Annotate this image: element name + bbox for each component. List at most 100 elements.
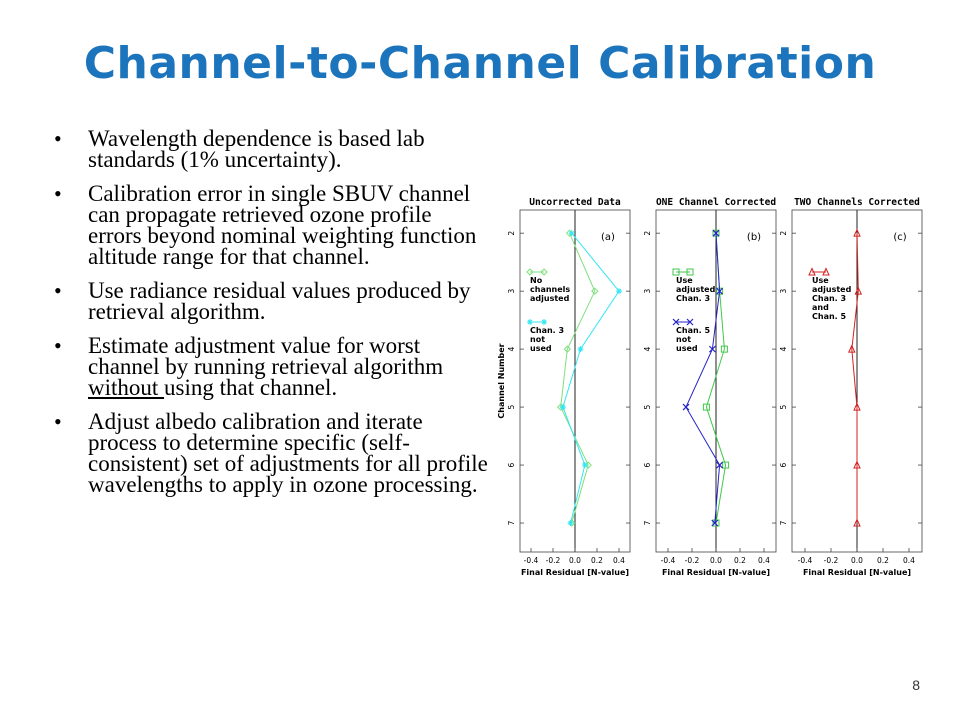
data-point	[712, 229, 720, 237]
y-tick-label: 2	[507, 231, 516, 236]
x-tick-label: 0.2	[877, 556, 889, 565]
data-point	[853, 460, 861, 469]
bullet-item: Use radiance residual values produced by…	[48, 279, 488, 323]
y-tick-label: 4	[779, 347, 788, 352]
series-line	[562, 232, 620, 524]
data-point	[711, 519, 719, 527]
bullet-item: Estimate adjustment value for worst chan…	[48, 333, 488, 400]
underlined-word: without	[88, 375, 165, 400]
data-point	[854, 286, 863, 295]
data-point	[577, 346, 584, 353]
legend-marker	[541, 319, 547, 325]
data-point	[716, 287, 724, 295]
data-point	[853, 518, 861, 527]
legend-label: adjusted	[530, 294, 570, 303]
x-tick-label: 0.4	[903, 556, 915, 565]
data-point	[722, 461, 730, 469]
x-tick-label: 0.0	[710, 556, 722, 565]
x-tick-label: 0.2	[591, 556, 603, 565]
bullet-text-after: using that channel.	[164, 375, 338, 400]
x-tick-label: 0.0	[851, 556, 863, 565]
legend-label: not	[676, 335, 691, 344]
legend-label: channels	[530, 285, 570, 294]
x-axis-label: Final Residual [N-value]	[662, 568, 770, 577]
data-point	[853, 402, 861, 411]
residual-figure: Uncorrected Data (a) 2 3 4 5 6 7 -0.4 -0.2 0.0 0.2 0…	[490, 192, 930, 580]
legend-marker	[672, 268, 680, 276]
legend-marker	[540, 268, 548, 276]
bullet-text: Calibration error in single SBUV channel…	[88, 181, 477, 269]
panel-title: Uncorrected Data	[529, 197, 621, 208]
data-point	[563, 345, 572, 353]
residual-charts: Uncorrected Data (a) 2 3 4 5 6 7 -0.4 -0.2 0.0 0.2 0…	[497, 197, 923, 577]
y-tick-label: 2	[779, 231, 788, 236]
data-point	[708, 345, 716, 353]
data-point	[853, 228, 861, 237]
legend-marker	[527, 319, 533, 325]
legend-label: used	[676, 344, 698, 353]
data-point	[702, 403, 710, 411]
legend-label: Chan. 5	[812, 312, 846, 321]
data-point	[567, 520, 574, 527]
x-tick-label: 0.4	[613, 556, 625, 565]
legend-label: Chan. 3	[530, 326, 564, 335]
y-tick-label: 6	[507, 462, 516, 467]
data-point	[568, 230, 575, 237]
y-tick-label: 6	[779, 462, 788, 467]
bullet-text-before: Estimate adjustment value for worst chan…	[88, 333, 444, 379]
data-point	[616, 288, 622, 295]
bullet-item: Wavelength dependence is based lab stand…	[48, 127, 488, 171]
legend-marker	[808, 267, 816, 276]
panel-title: ONE Channel Corrected	[656, 197, 776, 208]
bullet-item: Adjust albedo calibration and iterate pr…	[48, 409, 488, 497]
slide-title: Channel-to-Channel Calibration	[83, 38, 877, 89]
bullet-text: Adjust albedo calibration and iterate pr…	[88, 409, 488, 497]
y-tick-label: 3	[779, 289, 788, 294]
legend-label: Use	[812, 276, 829, 285]
legend-label: not	[530, 335, 545, 344]
bullet-item: Calibration error in single SBUV channel…	[48, 181, 488, 269]
x-tick-label: -0.2	[824, 556, 839, 565]
series-line	[851, 233, 859, 524]
y-tick-label: 4	[507, 347, 516, 352]
x-axis-label: Final Residual [N-value]	[803, 568, 911, 577]
legend-label: Chan. 3	[676, 294, 710, 303]
legend-marker	[822, 267, 830, 276]
y-tick-label: 3	[507, 289, 516, 294]
y-tick-label: 5	[779, 404, 788, 409]
legend-marker	[526, 268, 534, 276]
data-point	[720, 345, 728, 353]
x-tick-label: -0.4	[524, 556, 539, 565]
data-point	[848, 344, 856, 353]
panel-label: (b)	[747, 232, 761, 243]
panel-label: (c)	[893, 232, 906, 243]
data-point	[591, 287, 599, 295]
x-tick-label: -0.2	[546, 556, 561, 565]
x-axis-label: Final Residual [N-value]	[521, 568, 629, 577]
panel-label: (a)	[601, 232, 615, 243]
legend-marker	[686, 268, 694, 276]
y-tick-label: 3	[643, 289, 652, 294]
y-tick-label: 6	[643, 462, 652, 467]
legend-label: and	[812, 303, 829, 312]
data-point	[581, 462, 588, 469]
y-tick-label: 2	[643, 231, 652, 236]
x-tick-label: 0.4	[758, 556, 770, 565]
data-point	[712, 519, 720, 527]
series-line	[685, 233, 721, 524]
y-tick-label: 7	[507, 520, 516, 525]
legend-marker	[686, 318, 694, 326]
y-tick-label: 4	[643, 347, 652, 352]
panel-title: TWO Channels Corrected	[794, 197, 920, 208]
legend-label: adjusted	[812, 285, 852, 294]
data-point	[716, 461, 724, 469]
x-tick-label: -0.4	[661, 556, 676, 565]
y-tick-label: 5	[643, 404, 652, 409]
legend-label: No	[530, 276, 543, 285]
x-tick-label: -0.4	[798, 556, 813, 565]
legend-label: Chan. 3	[812, 294, 846, 303]
legend-label: Use	[676, 276, 693, 285]
x-tick-label: -0.2	[685, 556, 700, 565]
